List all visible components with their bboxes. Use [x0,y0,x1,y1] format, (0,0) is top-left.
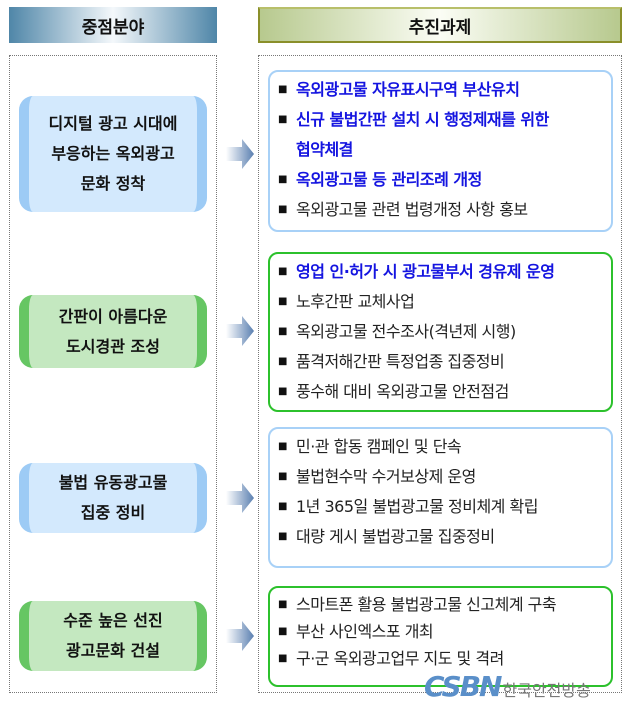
focus-line: 부응하는 옥외광고 [51,144,175,163]
task-text: 영업 인·허가 시 광고물부서 경유제 운영 [296,262,555,281]
task-text: 옥외광고물 전수조사(격년제 시행) [296,322,516,341]
task-text: 품격저해간판 특정업종 집중정비 [296,352,505,371]
task-item: ■ 불법현수막 수거보상제 운영 [278,462,609,492]
arrow-right-icon [226,139,254,169]
focus-line: 문화 정착 [80,174,146,193]
task-box: ■ 옥외광고물 자유표시구역 부산유치 ■ 신규 불법간판 설치 시 행정제재를 위한… [268,70,613,232]
arrow-right-icon [226,316,254,346]
focus-area-panel [9,55,217,693]
task-text: 민·관 합동 캠페인 및 단속 [296,437,462,456]
focus-line: 도시경관 조성 [66,336,160,356]
square-bullet-icon: ■ [278,174,288,185]
square-bullet-icon: ■ [278,441,288,452]
task-text: 스마트폰 활용 불법광고물 신고체계 구축 [296,595,557,614]
task-text: 구·군 옥외광고업무 지도 및 격려 [296,649,504,668]
square-bullet-icon: ■ [278,653,288,664]
task-box: ■ 민·관 합동 캠페인 및 단속 ■ 불법현수막 수거보상제 운영 ■ 1년 365일 … [268,427,613,568]
task-item: ■ 1년 365일 불법광고물 정비체계 확립 [278,492,609,522]
square-bullet-icon: ■ [278,531,288,542]
task-item: ■ 풍수해 대비 옥외광고물 안전점검 [278,377,609,407]
focus-line: 간판이 아름다운 [58,306,168,326]
square-bullet-icon: ■ [278,386,288,397]
task-item: ■ 신규 불법간판 설치 시 행정제재를 위한 협약체결 [278,105,609,165]
task-item: ■ 옥외광고물 전수조사(격년제 시행) [278,317,609,347]
focus-line: 불법 유동광고물 [58,473,168,492]
task-text: 불법현수막 수거보상제 운영 [296,467,476,486]
task-item: ■ 민·관 합동 캠페인 및 단속 [278,432,609,462]
square-bullet-icon: ■ [278,114,288,125]
tasks-header: 추진과제 [258,7,622,43]
task-item: ■ 대량 게시 불법광고물 집중정비 [278,522,609,552]
task-text: 신규 불법간판 설치 시 행정제재를 위한 협약체결 [296,110,549,159]
square-bullet-icon: ■ [278,84,288,95]
task-item: ■ 구·군 옥외광고업무 지도 및 격려 [278,645,609,672]
task-text: 옥외광고물 등 관리조례 개정 [296,170,482,189]
task-text: 풍수해 대비 옥외광고물 안전점검 [296,382,509,401]
focus-line: 디지털 광고 시대에 [48,114,178,133]
task-item: ■ 부산 사인엑스포 개최 [278,618,609,645]
focus-line: 집중 정비 [80,503,146,522]
task-text: 부산 사인엑스포 개최 [296,622,434,641]
square-bullet-icon: ■ [278,356,288,367]
arrow-right-icon [226,621,254,651]
focus-area-header: 중점분야 [9,7,217,43]
focus-line: 광고문화 건설 [66,641,160,660]
square-bullet-icon: ■ [278,296,288,307]
square-bullet-icon: ■ [278,626,288,637]
task-item: ■ 옥외광고물 관련 법령개정 사항 홍보 [278,195,609,225]
square-bullet-icon: ■ [278,471,288,482]
task-text: 옥외광고물 자유표시구역 부산유치 [296,80,520,99]
task-item: ■ 노후간판 교체사업 [278,287,609,317]
task-item: ■ 옥외광고물 등 관리조례 개정 [278,165,609,195]
square-bullet-icon: ■ [278,266,288,277]
square-bullet-icon: ■ [278,204,288,215]
task-text: 노후간판 교체사업 [296,292,415,311]
arrow-right-icon [226,483,254,513]
square-bullet-icon: ■ [278,326,288,337]
watermark-logo: CSBN 한국안전방송 [424,673,591,701]
square-bullet-icon: ■ [278,501,288,512]
task-item: ■ 스마트폰 활용 불법광고물 신고체계 구축 [278,591,609,618]
focus-line: 수준 높은 선진 [63,611,163,630]
task-box: ■ 영업 인·허가 시 광고물부서 경유제 운영 ■ 노후간판 교체사업 ■ 옥외광고물 … [268,252,613,412]
task-item: ■ 옥외광고물 자유표시구역 부산유치 [278,75,609,105]
tasks-panel [258,55,622,693]
task-item: ■ 영업 인·허가 시 광고물부서 경유제 운영 [278,257,609,287]
square-bullet-icon: ■ [278,599,288,610]
task-box: ■ 스마트폰 활용 불법광고물 신고체계 구축 ■ 부산 사인엑스포 개최 ■ 구·군 옥… [268,586,613,687]
task-text: 옥외광고물 관련 법령개정 사항 홍보 [296,200,528,219]
task-text: 1년 365일 불법광고물 정비체계 확립 [296,497,538,516]
logo-mark: CSBN [424,670,502,703]
task-item: ■ 품격저해간판 특정업종 집중정비 [278,347,609,377]
task-text: 대량 게시 불법광고물 집중정비 [296,527,495,546]
logo-text: 한국안전방송 [502,681,591,700]
